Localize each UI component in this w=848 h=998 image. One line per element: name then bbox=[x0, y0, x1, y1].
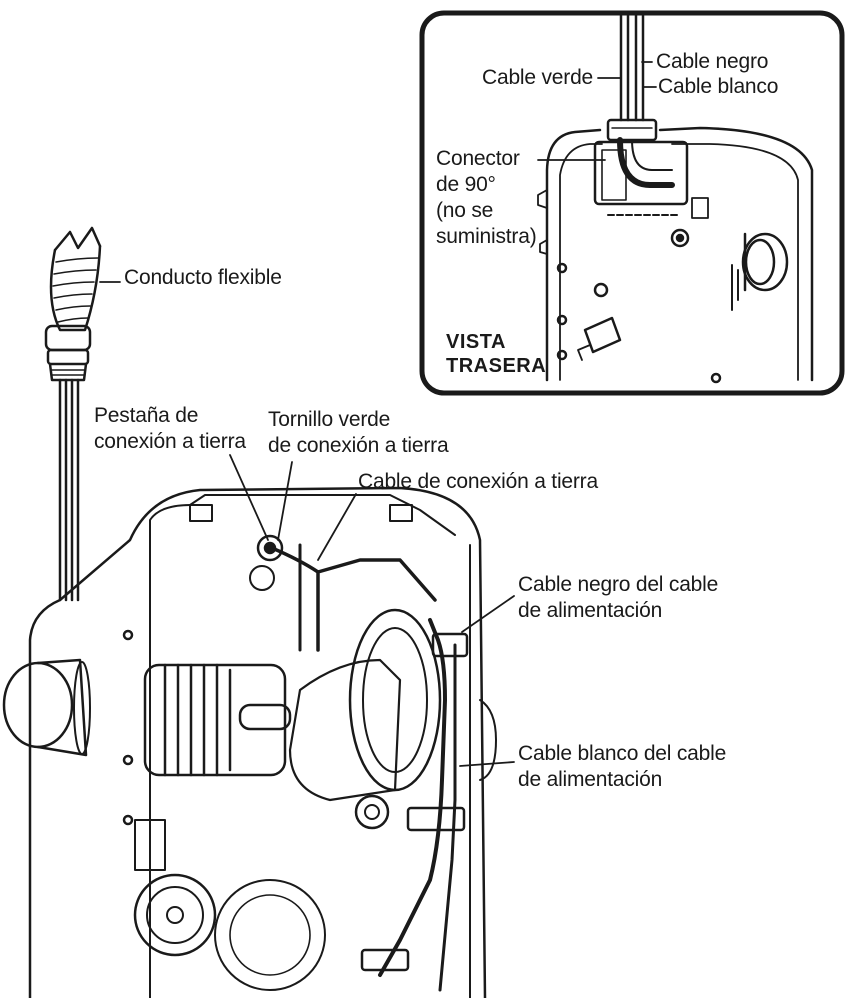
label-conector-90: Conector de 90° (no se suministra) bbox=[436, 146, 537, 250]
inset-round-port bbox=[741, 232, 789, 292]
label-blanco-alim-line1: Cable blanco del cable bbox=[518, 742, 727, 765]
label-cable-verde: Cable verde bbox=[482, 66, 594, 89]
inset-connector-clamp bbox=[606, 118, 658, 142]
side-port bbox=[2, 661, 74, 749]
conduit-body bbox=[49, 244, 102, 332]
flexible-conduit-art bbox=[44, 226, 121, 602]
leader-pestana bbox=[229, 454, 269, 541]
center-knob bbox=[354, 794, 390, 830]
white-power-wire bbox=[438, 643, 457, 992]
rear-view-inset bbox=[419, 10, 845, 396]
label-cable-tierra: Cable de conexión a tierra bbox=[358, 470, 598, 493]
label-pestana-tierra: Pestaña de conexión a tierra bbox=[94, 403, 246, 455]
motor bbox=[143, 663, 287, 777]
label-conector-90-line1: Conector bbox=[436, 147, 520, 170]
leader-cable-tierra bbox=[317, 493, 357, 561]
label-cable-blanco-alimentacion: Cable blanco del cable de alimentación bbox=[518, 741, 726, 793]
inset-frame bbox=[419, 10, 845, 396]
inset-title-line2: TRASERA bbox=[446, 355, 547, 377]
black-power-wire bbox=[378, 618, 447, 977]
opener-unit-art bbox=[2, 454, 515, 998]
leader-cable-blanco-alim bbox=[459, 761, 515, 767]
leader-cable-negro-alim bbox=[461, 595, 515, 633]
inset-cable-bundle bbox=[619, 13, 645, 122]
unit-housing bbox=[28, 486, 487, 998]
label-tornillo-line2: de conexión a tierra bbox=[268, 434, 449, 457]
label-cable-negro: Cable negro bbox=[656, 50, 769, 73]
label-conector-90-line2: de 90° bbox=[436, 173, 496, 196]
label-pestana-line2: conexión a tierra bbox=[94, 430, 246, 453]
cable-clip-lower bbox=[406, 806, 466, 832]
leader-tornillo bbox=[277, 461, 293, 541]
label-conducto-flexible: Conducto flexible bbox=[124, 266, 282, 289]
cable-clip-upper bbox=[431, 632, 469, 658]
label-tornillo-line1: Tornillo verde bbox=[268, 408, 391, 431]
label-blanco-alim-line2: de alimentación bbox=[518, 768, 663, 791]
label-conector-90-line4: suministra) bbox=[436, 225, 537, 248]
label-pestana-line1: Pestaña de bbox=[94, 404, 199, 427]
inset-title: VISTA TRASERA bbox=[446, 330, 546, 378]
inset-housing bbox=[545, 126, 814, 382]
inset-90-connector bbox=[593, 140, 689, 206]
label-cable-blanco: Cable blanco bbox=[658, 75, 779, 98]
inset-title-line1: VISTA bbox=[446, 331, 506, 353]
ground-screw bbox=[256, 534, 284, 562]
ground-wire bbox=[270, 546, 437, 652]
lower-gear bbox=[133, 873, 217, 957]
label-tornillo-verde: Tornillo verde de conexión a tierra bbox=[268, 407, 449, 459]
label-conector-90-line3: (no se bbox=[436, 199, 494, 222]
label-cable-negro-alimentacion: Cable negro del cable de alimentación bbox=[518, 572, 718, 624]
label-negro-alim-line2: de alimentación bbox=[518, 599, 663, 622]
label-negro-alim-line1: Cable negro del cable bbox=[518, 573, 719, 596]
